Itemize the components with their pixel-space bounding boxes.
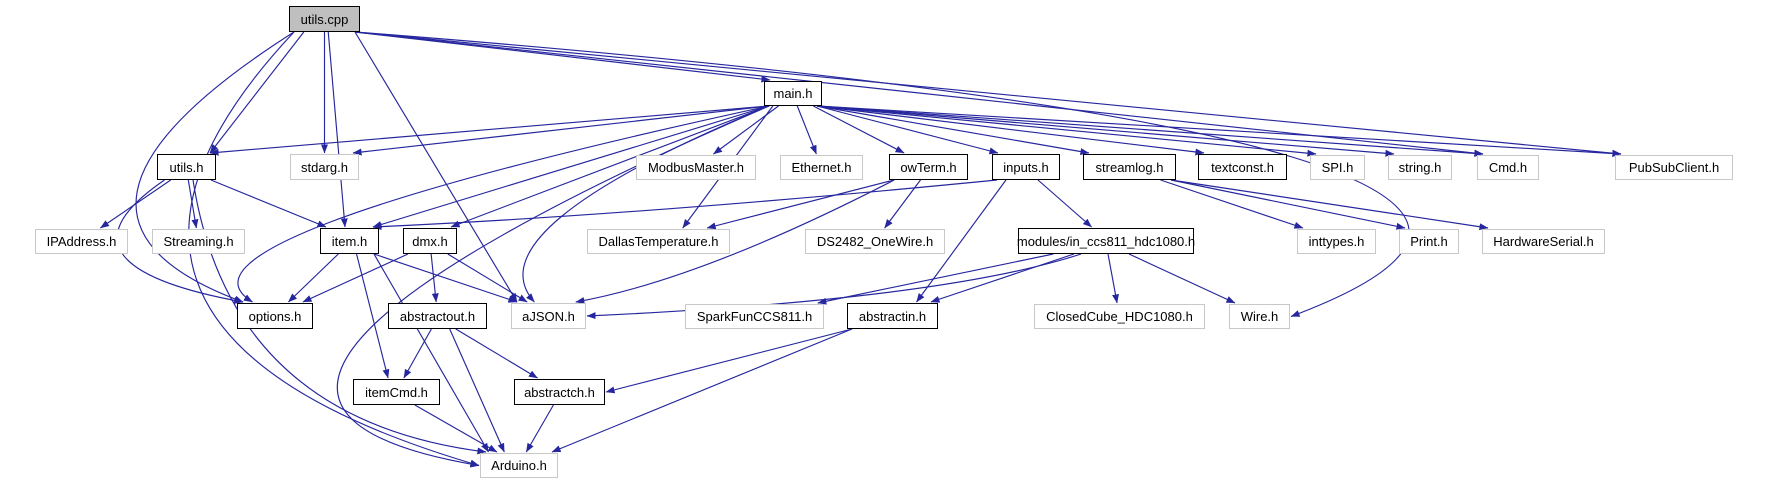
node-sparkfunccs811-h[interactable]: SparkFunCCS811.h [685, 304, 824, 329]
node-modules-in-ccs811-hdc1080-h[interactable]: modules/in_ccs811_hdc1080.h [1017, 228, 1195, 254]
node-pubsubclient-h[interactable]: PubSubClient.h [1615, 155, 1733, 180]
edge-main_h-to-owterm_h [813, 105, 905, 154]
node-streamlog-h[interactable]: streamlog.h [1083, 154, 1176, 180]
edge-main_h-to-inputs_h [816, 105, 999, 155]
edge-main_h-to-stdarg_h [352, 105, 770, 156]
node-wire-h[interactable]: Wire.h [1229, 304, 1290, 329]
edge-item_h-to-ajson_h [373, 253, 518, 303]
edge-owterm_h-to-ds2482_onewire_h [884, 179, 921, 229]
edge-dmx_h-to-abstractout_h [430, 253, 439, 303]
node-print-h[interactable]: Print.h [1399, 229, 1459, 254]
node-textconst-h[interactable]: textconst.h [1198, 154, 1287, 180]
edge-utils_cpp-to-cmd_h [354, 31, 1484, 157]
edge-main_h-to-cmd_h [816, 105, 1484, 157]
edge-abstractin_h-to-abstractch_h [605, 328, 853, 394]
edge-owterm_h-to-dallastemperature_h [706, 179, 895, 230]
node-ds2482-onewire-h[interactable]: DS2482_OneWire.h [805, 229, 945, 254]
node-ajson-h[interactable]: aJSON.h [511, 303, 586, 329]
node-modbusmaster-h[interactable]: ModbusMaster.h [636, 155, 756, 180]
edge-abstractout_h-to-arduino_h [449, 328, 505, 453]
node-owterm-h[interactable]: owTerm.h [889, 154, 968, 180]
node-itemcmd-h[interactable]: itemCmd.h [353, 379, 440, 405]
edge-utils_cpp-to-main_h [354, 31, 771, 83]
edge-item_h-to-options_h [288, 253, 339, 303]
node-string-h[interactable]: string.h [1388, 155, 1452, 180]
edge-main_h-to-string_h [816, 105, 1395, 157]
edge-dmx_h-to-ajson_h [447, 253, 528, 303]
edge-main_h-to-textconst_h [816, 105, 1205, 156]
edge-item_h-to-itemcmd_h [355, 253, 390, 379]
edge-inputs_h-to-item_h [372, 179, 998, 231]
edge-itemcmd_h-to-arduino_h [414, 404, 498, 453]
edge-utils_cpp-to-utils_h [209, 31, 305, 154]
node-inttypes-h[interactable]: inttypes.h [1297, 229, 1376, 254]
node-spi-h[interactable]: SPI.h [1310, 155, 1365, 180]
edge-modules_in_ccs811_hdc1080_h-to-ajson_h [586, 253, 1082, 320]
node-inputs-h[interactable]: inputs.h [992, 154, 1060, 180]
edge-main_h-to-ajson_h [522, 105, 770, 303]
edge-main_h-to-utils_h [209, 105, 770, 156]
edge-main_h-to-options_h [237, 105, 770, 303]
node-main-h[interactable]: main.h [764, 81, 822, 106]
edge-modules_in_ccs811_hdc1080_h-to-closedcube_hdc1080_h [1107, 253, 1119, 304]
edge-utils_cpp-to-item_h [327, 31, 348, 228]
edge-utils_h-to-item_h [210, 179, 327, 228]
node-options-h[interactable]: options.h [237, 303, 313, 329]
node-abstractch-h[interactable]: abstractch.h [514, 379, 605, 405]
edge-abstractout_h-to-abstractch_h [455, 328, 538, 379]
edge-main_h-to-modbusmaster_h [713, 105, 779, 155]
node-dmx-h[interactable]: dmx.h [403, 228, 457, 254]
node-item-h[interactable]: item.h [320, 228, 379, 254]
node-ethernet-h[interactable]: Ethernet.h [780, 155, 863, 180]
edge-utils_cpp-to-pubsubclient_h [354, 31, 1622, 157]
edge-utils_h-to-streaming_h [187, 179, 199, 229]
node-hardwareserial-h[interactable]: HardwareSerial.h [1482, 229, 1605, 254]
edge-item_h-to-arduino_h [373, 253, 489, 453]
edge-abstractout_h-to-itemcmd_h [403, 328, 432, 379]
node-ipaddress-h[interactable]: IPAddress.h [35, 229, 128, 254]
node-abstractout-h[interactable]: abstractout.h [388, 303, 487, 329]
edge-abstractch_h-to-arduino_h [525, 404, 554, 453]
edge-streamlog_h-to-inttypes_h [1160, 179, 1304, 229]
edge-main_h-to-streamlog_h [816, 105, 1090, 155]
node-utils-cpp[interactable]: utils.cpp [289, 6, 360, 32]
node-dallastemperature-h[interactable]: DallasTemperature.h [587, 229, 730, 254]
edge-main_h-to-spi_h [816, 105, 1317, 157]
edge-dmx_h-to-options_h [302, 253, 409, 303]
node-abstractin-h[interactable]: abstractin.h [847, 303, 938, 329]
node-streaming-h[interactable]: Streaming.h [152, 229, 245, 254]
node-stdarg-h[interactable]: stdarg.h [290, 154, 359, 180]
edge-streamlog_h-to-print_h [1170, 179, 1406, 230]
edge-main_h-to-pubsubclient_h [816, 105, 1622, 157]
edge-streamlog_h-to-hardwareserial_h [1170, 179, 1489, 231]
edge-utils_h-to-ipaddress_h [100, 179, 172, 229]
node-arduino-h[interactable]: Arduino.h [480, 453, 558, 478]
node-utils-h[interactable]: utils.h [157, 154, 216, 180]
node-cmd-h[interactable]: Cmd.h [1477, 155, 1539, 180]
edge-modules_in_ccs811_hdc1080_h-to-abstractin_h [930, 253, 1075, 303]
node-closedcube-hdc1080-h[interactable]: ClosedCube_HDC1080.h [1034, 304, 1205, 329]
edge-modules_in_ccs811_hdc1080_h-to-sparkfunccs811_h [817, 253, 1054, 305]
edge-inputs_h-to-modules_in_ccs811_hdc1080_h [1037, 179, 1092, 228]
edge-modules_in_ccs811_hdc1080_h-to-wire_h [1128, 253, 1236, 304]
edge-utils_cpp-to-ajson_h [354, 31, 518, 303]
edge-main_h-to-ethernet_h [796, 105, 817, 155]
